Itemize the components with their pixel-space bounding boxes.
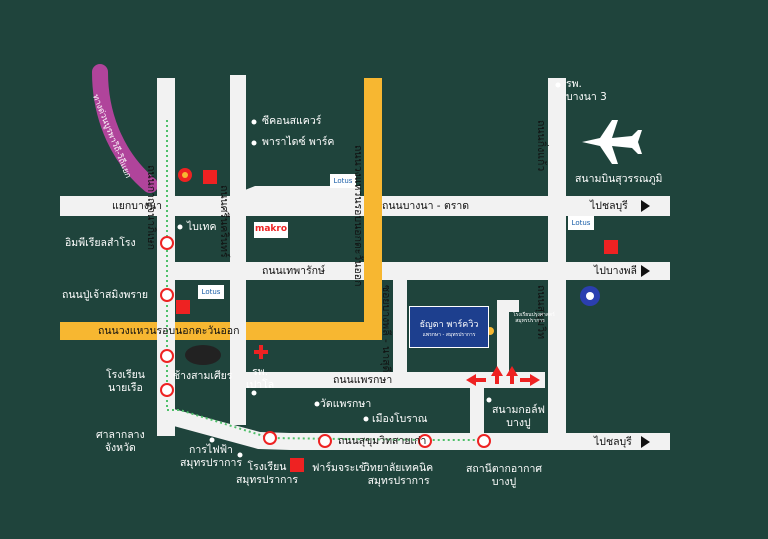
road-label-ring-v: ถนนวงแหวนรอบนอกตะวันออก — [352, 145, 364, 287]
wat-label: วัดแพรกษา — [320, 398, 372, 410]
road-label-theparak: ถนนเทพารักษ์ — [262, 265, 325, 277]
lotus-box-2 — [198, 285, 224, 299]
hospital-icon — [254, 345, 268, 359]
road-label-sukhumvit-old: ถนนสุขุมวิทสายเก่า — [338, 435, 427, 447]
weather-label: สถานีตากอากาศ บางปู — [466, 463, 543, 488]
arrow-east-bottom — [641, 436, 650, 448]
bitec-label: ไบเทค — [187, 221, 217, 233]
bts-stations — [160, 236, 491, 448]
road-hotel-access-h — [509, 300, 519, 312]
lotus-logo-2: Lotus — [201, 288, 221, 296]
arrow-east-top — [641, 200, 650, 212]
road-label-soi: ซอยบางพลี - นาสุดี — [380, 285, 392, 373]
road-hotel-access — [497, 300, 509, 380]
road-bangna-bend — [230, 186, 360, 196]
arrow-east-mid — [641, 265, 650, 277]
makro-box — [254, 222, 288, 238]
to-chonburi-top[interactable]: ไปชลบุรี — [590, 200, 628, 212]
to-bangphli[interactable]: ไปบางพลี — [594, 265, 637, 277]
school-samut-label: โรงเรียน สมุทรปราการ — [236, 461, 298, 486]
expressway-line — [92, 64, 158, 193]
pu-chao-label: ถนนปู่เจ้าสมิงพราย — [62, 289, 149, 301]
road-sukhumvit-v — [548, 78, 566, 450]
hotel-sub: แพรกษา - สมุทรปราการ — [422, 332, 476, 338]
road-label-praeksa: ถนนแพรกษา — [333, 374, 393, 386]
poi-dots — [177, 82, 561, 458]
imperial-label: อิมพีเรียลสำโรง — [65, 237, 136, 249]
tech-college-label: วิทยาลัยเทคนิค สมุทรปราการ — [364, 462, 434, 487]
ancient-city-label: เมืองโบราณ — [372, 413, 428, 425]
seacon-label: ซีคอนสแควร์ — [262, 115, 322, 127]
road-srinakarin — [230, 75, 246, 425]
road-label-bangna: ถนนบางนา - ตราด — [382, 200, 470, 212]
golf-label: สนามกอล์ฟ บางปู — [492, 404, 545, 429]
hotel-name: ธัญดา พาร์ควิว — [419, 320, 479, 330]
road-label-ring: ถนนวงแหวนรอบนอกตะวันออก — [98, 325, 240, 337]
road-label-kanchanaphisek: ถนนกาญจนาภิเษก — [145, 165, 157, 250]
farm-label: ฟาร์มจระเข้ — [312, 462, 367, 474]
power-label: การไฟฟ้า สมุทรปราการ — [180, 444, 242, 469]
to-chonburi-bottom[interactable]: ไปชลบุรี — [594, 436, 632, 448]
road-theparak — [170, 262, 670, 280]
lotus-logo-3: Lotus — [571, 219, 591, 227]
airport-label: สนามบินสุวรรณภูมิ — [575, 173, 663, 185]
road-sukhumvit-old — [170, 408, 670, 450]
lotus-box-1 — [330, 174, 356, 188]
bangna-junction-label: แยกบางนา — [112, 200, 163, 212]
road-label-kingkaew-e: ถนนกิ่งแก้ว — [535, 120, 547, 172]
road-ring-horizontal — [60, 322, 382, 340]
court-label: ศาลากลาง จังหวัด — [96, 429, 145, 454]
makro-logo: makro — [254, 224, 288, 234]
bigc-logos — [176, 170, 618, 472]
lotus-logo-1: Lotus — [333, 177, 353, 185]
road-to-golf — [470, 382, 484, 438]
erawan-label: ช้างสามเศียร — [173, 370, 233, 382]
hospital-bangna3-label: รพ. บางนา 3 — [566, 78, 607, 103]
paradise-label: พาราไดซ์ พาร์ค — [262, 136, 335, 148]
airplane-icon — [582, 120, 642, 164]
lotus-box-3 — [568, 216, 594, 230]
road-soi-v — [393, 275, 407, 375]
hospital-paolo-label: รพ. เปาโล — [246, 366, 275, 391]
sut-school-label: โรงเรียนปรุงศาสตร์ สมุทรปราการ — [513, 312, 555, 324]
road-ring-vertical — [364, 78, 382, 338]
hotel-marker[interactable]: ธัญดา พาร์ควิว แพรกษา - สมุทรปราการ — [409, 306, 489, 348]
route-arrows — [466, 366, 540, 386]
road-praeksa — [240, 372, 545, 388]
road-label-srinakarin: ถนนศรีนครินทร์ — [218, 185, 230, 258]
school-nairuea-label: โรงเรียน นายเรือ — [106, 369, 145, 394]
erawan-icon — [185, 345, 221, 365]
